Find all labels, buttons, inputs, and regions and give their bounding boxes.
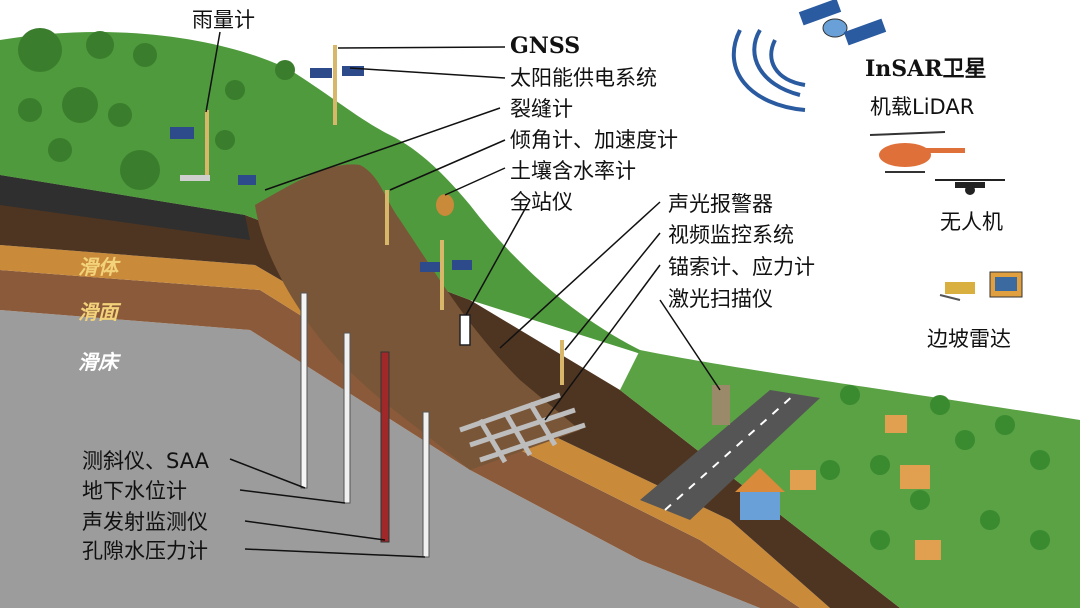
lidar-label: 机载LiDAR	[870, 95, 975, 119]
inclinometer-borehole	[300, 292, 308, 489]
slope-radar-label: 边坡雷达	[927, 327, 1011, 351]
sliding-bed-bedrock	[0, 310, 760, 608]
soil-edge	[0, 175, 250, 240]
deep-inclinometer-label: 测斜仪、SAA	[82, 449, 210, 473]
drone-graphic	[935, 179, 1005, 195]
sliding-body-layer-label: 滑体	[78, 255, 118, 279]
road-centerline	[664, 393, 796, 511]
lower-grass-plain	[620, 350, 1080, 608]
laser-scanner-label: 激光扫描仪	[668, 287, 773, 311]
slope-radar-graphic	[939, 271, 1023, 301]
houses	[735, 415, 941, 560]
groundwater-borehole	[343, 332, 351, 504]
inclinometer-accel-label: 倾角计、加速度计	[510, 128, 678, 152]
pore-pressure-borehole	[422, 411, 430, 558]
alarm-label: 声光报警器	[668, 192, 773, 216]
drone-label: 无人机	[940, 210, 1003, 234]
pore-pressure-label: 孔隙水压力计	[82, 539, 208, 563]
acoustic-label: 声发射监测仪	[82, 510, 208, 534]
sliding-bed-layer-label: 滑床	[78, 350, 118, 374]
sliding-surface-layer-label: 滑面	[78, 300, 118, 324]
anchor-grid	[459, 392, 586, 464]
trees-upper	[18, 28, 295, 190]
acoustic-borehole	[380, 351, 390, 543]
landslide-mass	[255, 164, 580, 471]
anchor-label: 锚索计、应力计	[668, 255, 815, 279]
trees-right	[820, 385, 1050, 550]
video-label: 视频监控系统	[668, 223, 794, 247]
insar-label: InSAR卫星	[865, 56, 987, 82]
leader-lines	[205, 31, 721, 558]
sliding-body-band	[0, 245, 830, 608]
topsoil-band	[0, 175, 900, 608]
insar-satellite-graphic	[731, 0, 887, 112]
helicopter-graphic	[869, 131, 965, 173]
groundwater-label: 地下水位计	[82, 479, 187, 503]
rain-gauge-label: 雨量计	[192, 8, 255, 32]
road	[640, 390, 820, 520]
soil-moisture-label: 土壤含水率计	[510, 159, 636, 183]
monitoring-masts	[170, 45, 730, 425]
sliding-surface-band	[0, 270, 800, 608]
gnss-label: GNSS	[510, 33, 581, 59]
crack-meter-label: 裂缝计	[510, 97, 573, 121]
solar-power-label: 太阳能供电系统	[510, 66, 657, 90]
total-station-label: 全站仪	[510, 190, 573, 214]
